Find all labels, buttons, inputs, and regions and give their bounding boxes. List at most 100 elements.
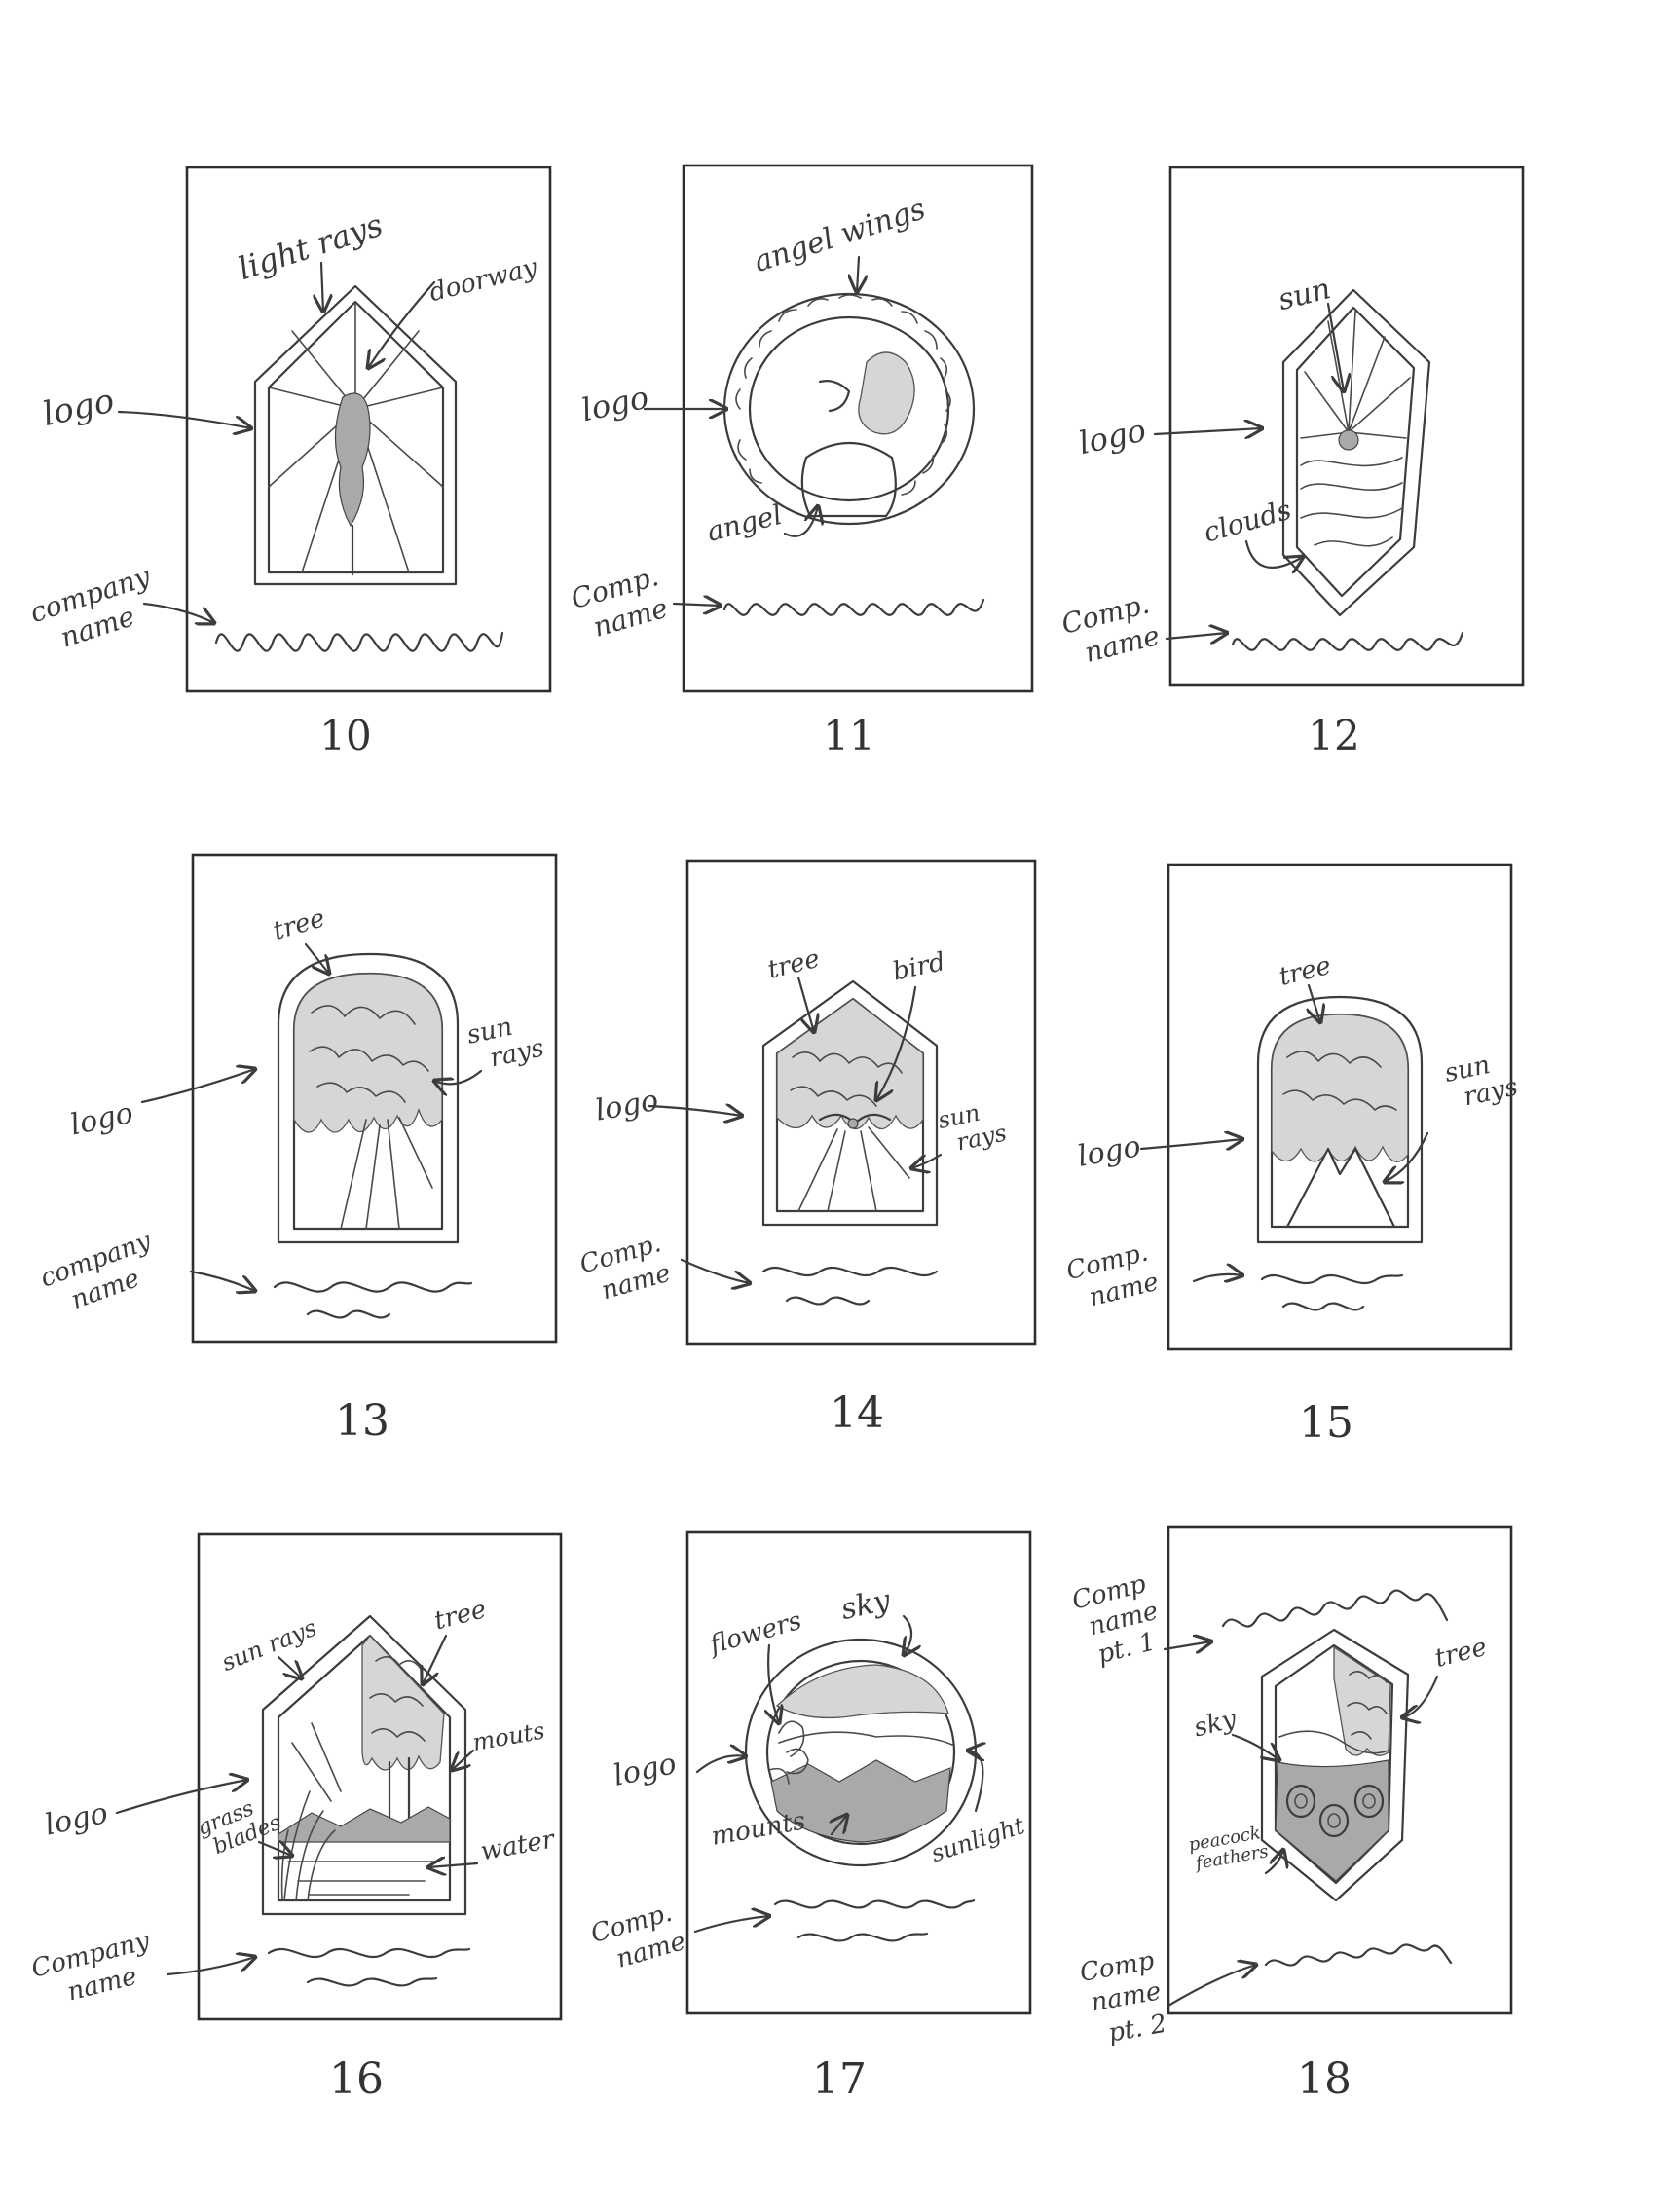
arrow bbox=[117, 410, 251, 428]
sketch-frame bbox=[1167, 863, 1513, 1351]
label-logo: logo bbox=[67, 1096, 136, 1143]
label-pt2-line-3: pt. 2 bbox=[1106, 2009, 1168, 2048]
company-name-pt2-squiggle bbox=[1264, 1943, 1453, 1967]
arrow bbox=[1153, 428, 1262, 434]
company-name-pt1-squiggle bbox=[1221, 1589, 1449, 1628]
arch-tree-mountain-logo bbox=[1256, 995, 1424, 1244]
arrow bbox=[647, 1106, 742, 1116]
arrow bbox=[1385, 1131, 1429, 1182]
arrow bbox=[1165, 633, 1227, 639]
sketch-11: logo angel wings angel Comp.name 11 bbox=[568, 164, 1034, 759]
label-company-name: Comp.name bbox=[588, 1897, 689, 1978]
arrow bbox=[832, 1815, 847, 1836]
label-angel-wings: angel wings bbox=[750, 192, 929, 279]
sketch-number: 18 bbox=[1297, 2054, 1352, 2104]
company-name-squiggle bbox=[773, 1899, 976, 1942]
arrow bbox=[1402, 1675, 1439, 1717]
label-logo: logo bbox=[593, 1084, 661, 1128]
company-name-squiggle bbox=[267, 1947, 471, 1987]
arrow bbox=[142, 602, 214, 623]
label-mouts: mouts bbox=[470, 1716, 546, 1756]
sketch-number: 15 bbox=[1299, 1398, 1353, 1448]
sketch-18: Compnamept. 1 tree sky peacockfeathers C… bbox=[1069, 1525, 1513, 2104]
label-sun-rays: sun rays bbox=[218, 1614, 321, 1677]
label-sky: sky bbox=[1191, 1705, 1240, 1744]
arrow bbox=[1264, 1850, 1283, 1875]
arrow bbox=[140, 1069, 255, 1104]
arrow bbox=[857, 255, 859, 292]
label-sun-rays: sunrays bbox=[464, 1007, 546, 1077]
arch-tree-logo bbox=[277, 952, 460, 1244]
label-tree: tree bbox=[431, 1595, 489, 1636]
label-company-name: Comp.name bbox=[568, 560, 672, 647]
label-sun-rays: sunrays bbox=[936, 1094, 1009, 1159]
label-water: water bbox=[478, 1825, 558, 1866]
label-tree: tree bbox=[1277, 951, 1334, 992]
sketch-number: 12 bbox=[1308, 712, 1359, 759]
sketch-16: logo sun rays tree mouts grassblades wat… bbox=[28, 1532, 563, 2104]
arrow bbox=[166, 1957, 255, 1976]
label-sunlight: sunlight bbox=[928, 1812, 1028, 1867]
company-name-squiggle bbox=[1260, 1273, 1404, 1311]
sketch-frame bbox=[1167, 1525, 1513, 2015]
arrow bbox=[1309, 983, 1320, 1022]
house-landscape-logo bbox=[261, 1614, 467, 1916]
label-tree: tree bbox=[1432, 1633, 1490, 1674]
arrow bbox=[693, 1916, 769, 1934]
sketch-number: 11 bbox=[823, 712, 874, 759]
label-company-name-pt-2: Compnamept. 2 bbox=[1078, 1946, 1169, 2051]
arrow bbox=[428, 1863, 479, 1867]
sketch-10: logo light rays doorway companyname 10 bbox=[26, 166, 552, 759]
arrow bbox=[434, 1069, 483, 1084]
arrow bbox=[368, 280, 436, 368]
hexagon-peacock-logo bbox=[1260, 1628, 1410, 1902]
sketch-number: 10 bbox=[319, 712, 371, 759]
arrow bbox=[1326, 302, 1344, 391]
sketch-17: logo sky flowers mounts sunlight Comp.na… bbox=[588, 1530, 1032, 2104]
arrow bbox=[321, 261, 323, 312]
sketch-frame bbox=[191, 853, 558, 1344]
label-doorway: doorway bbox=[426, 253, 540, 308]
arrow bbox=[783, 506, 818, 537]
label-sun-rays: sunrays bbox=[1442, 1046, 1520, 1115]
company-name-squiggle bbox=[761, 1266, 939, 1306]
arrow bbox=[1192, 1274, 1242, 1281]
arrow bbox=[796, 976, 814, 1032]
label-clouds: clouds bbox=[1200, 494, 1294, 549]
doorway-logo bbox=[253, 284, 458, 586]
label-bird: bird bbox=[890, 947, 947, 987]
label-company-name-pt-1: Compnamept. 1 bbox=[1069, 1568, 1168, 1673]
label-company-name: Comp.name bbox=[1063, 1237, 1162, 1317]
label-peacock-feathers: peacockfeathers bbox=[1187, 1822, 1270, 1874]
sketch-frame bbox=[685, 1530, 1032, 2015]
arrow bbox=[452, 1749, 475, 1770]
arrow bbox=[304, 942, 329, 974]
label-company-name: Companyname bbox=[28, 1927, 160, 2014]
sketch-12: logo sun clouds Comp.name 12 bbox=[1058, 166, 1525, 759]
label-flowers: flowers bbox=[705, 1606, 805, 1661]
arrow bbox=[876, 985, 917, 1100]
label-company-name: Comp.name bbox=[576, 1229, 674, 1309]
label-logo: logo bbox=[1076, 412, 1150, 462]
arrow bbox=[1139, 1139, 1242, 1149]
arrow bbox=[1231, 1733, 1279, 1760]
arrow bbox=[189, 1270, 255, 1291]
arrow bbox=[672, 604, 721, 606]
arrow bbox=[1167, 1965, 1256, 2008]
company-name-squiggle bbox=[722, 598, 985, 616]
sketch-number: 16 bbox=[329, 2054, 384, 2104]
arrow bbox=[115, 1780, 247, 1815]
label-light-rays: light rays bbox=[234, 206, 388, 288]
label-tree: tree bbox=[765, 944, 823, 985]
sketch-frame bbox=[185, 166, 552, 693]
sketch-number: 13 bbox=[335, 1396, 389, 1446]
arrow bbox=[768, 1643, 779, 1723]
arrow bbox=[277, 1655, 302, 1678]
arrow bbox=[257, 1842, 292, 1856]
label-grass-blades: grassblades bbox=[194, 1788, 284, 1862]
sketch-13: logo tree sunrays companyname 13 bbox=[37, 853, 558, 1446]
label-logo: logo bbox=[1075, 1129, 1143, 1174]
sketch-15: logo tree sunrays Comp.name 15 bbox=[1063, 863, 1520, 1448]
sketch-frame bbox=[1168, 166, 1525, 687]
